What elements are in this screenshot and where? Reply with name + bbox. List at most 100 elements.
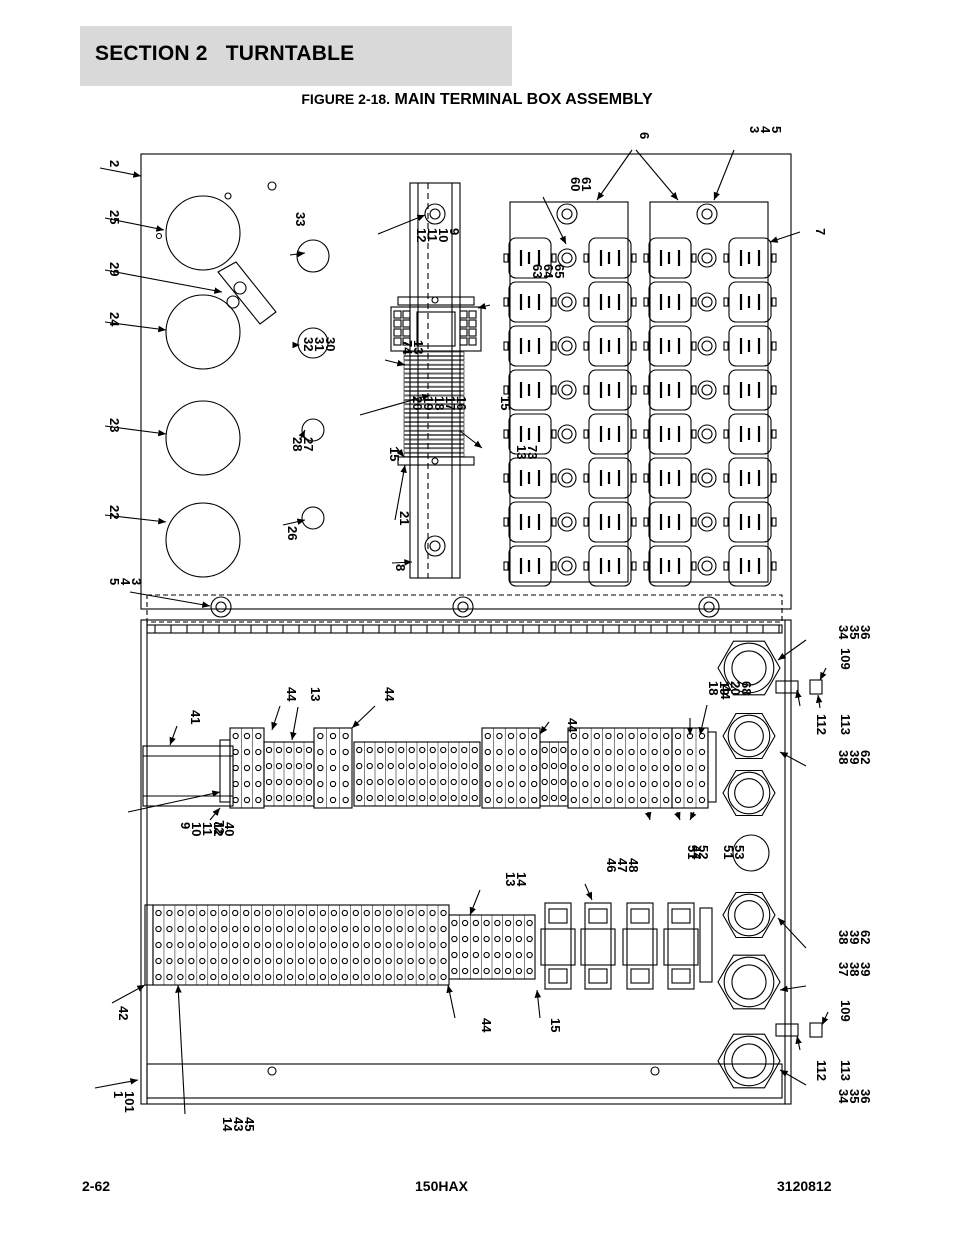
terminal-screw <box>461 951 469 959</box>
terminal-screw <box>663 780 670 788</box>
receptacle-icon <box>728 281 772 323</box>
cord-grip-icon <box>727 771 771 815</box>
callout-item: 112 <box>814 1060 829 1081</box>
callout-number: 72 <box>212 820 227 834</box>
receptacle-icon <box>771 341 777 351</box>
callout-number: 44 <box>689 845 704 860</box>
terminal-screw <box>440 925 447 933</box>
receptacle-icon <box>631 561 637 571</box>
din-rail <box>409 182 461 579</box>
callout-number: 3 <box>747 126 762 133</box>
terminal-screw <box>398 746 405 754</box>
callout-item: 44 <box>565 718 580 733</box>
terminal-screw <box>494 967 501 975</box>
leader-line <box>644 811 652 821</box>
callout-item: 15 <box>387 447 402 461</box>
terminal-screw <box>374 973 381 981</box>
terminal-screw <box>363 925 370 933</box>
receptacle-icon <box>508 413 552 455</box>
terminal-screw <box>210 925 217 933</box>
callout-number: 1 <box>111 1091 126 1098</box>
terminal-screw <box>582 780 589 788</box>
terminal-screw <box>396 909 403 917</box>
callout-item: 21 <box>397 511 412 525</box>
terminal-screw <box>531 764 538 772</box>
callout-number: 62 <box>858 930 873 944</box>
receptacle-icon <box>588 325 632 367</box>
terminal-screw <box>461 967 469 975</box>
mounting-bolt-icon <box>697 248 717 268</box>
mounting-bolt-icon <box>429 540 441 552</box>
terminal-screw <box>570 732 577 740</box>
receptacle-icon <box>508 281 552 323</box>
leader-line <box>359 393 431 416</box>
callout-item: 44 <box>689 845 704 860</box>
callout-number: 62 <box>858 750 873 764</box>
terminal-screw <box>560 778 567 786</box>
cord-grip-icon <box>731 1043 767 1079</box>
receptacle-icon <box>583 429 589 439</box>
receptacle-icon <box>503 297 509 307</box>
terminal-screw <box>255 748 262 756</box>
terminal-screw <box>155 909 162 917</box>
terminal-screw <box>461 794 468 802</box>
callout-top: 7 <box>813 228 828 235</box>
terminal-screw <box>407 957 414 965</box>
receptacle-icon <box>503 561 509 571</box>
terminal-screw <box>605 780 612 788</box>
terminal-screw <box>295 778 303 786</box>
callout-number: 109 <box>838 648 853 670</box>
terminal-screw <box>484 796 491 804</box>
callout-number: 13 <box>514 445 529 459</box>
callout-left: 29 <box>107 262 122 276</box>
fitting <box>809 1022 823 1038</box>
terminal-screw <box>243 780 251 788</box>
callout-number: 7 <box>813 228 828 235</box>
cord-grip-icon <box>731 650 767 686</box>
mounting-bolt-icon <box>703 601 715 613</box>
terminal-screw <box>377 778 384 786</box>
receptacle-icon <box>583 561 589 571</box>
callout-item: 44 <box>479 1018 494 1033</box>
terminal-screw <box>275 778 283 786</box>
terminal-screw <box>275 957 283 965</box>
terminal-screw <box>253 925 261 933</box>
terminal-screw <box>628 732 635 740</box>
terminal-screw <box>297 941 305 949</box>
terminal-screw <box>483 967 490 975</box>
leader-line <box>689 811 697 821</box>
leader-line <box>99 167 142 178</box>
terminal-screw <box>199 957 206 965</box>
receptacle-icon <box>648 237 692 279</box>
terminal-screw <box>628 764 635 772</box>
terminal-screw <box>663 764 670 772</box>
receptacle-icon <box>723 561 729 571</box>
leader-line <box>391 559 413 566</box>
receptacle-icon <box>723 297 729 307</box>
receptacle-icon <box>643 517 649 527</box>
leader-line <box>104 269 223 294</box>
rail-hole <box>650 1066 660 1076</box>
terminal-screw <box>419 794 426 802</box>
mounting-bolt-icon <box>697 380 717 400</box>
receptacle-icon <box>583 473 589 483</box>
fuse-block <box>390 306 482 352</box>
mounting-bolt-icon <box>557 248 577 268</box>
terminal-screw <box>363 941 370 949</box>
model-number: 150HAX <box>415 1178 468 1194</box>
terminal-end-plate <box>144 904 154 986</box>
terminal-screw <box>440 794 447 802</box>
callout-item: 72 <box>212 820 227 834</box>
terminal-screw <box>471 746 478 754</box>
relay-icon <box>544 902 572 990</box>
receptacle-icon <box>728 545 772 587</box>
knockout-hole <box>165 502 241 578</box>
receptacle-icon <box>551 341 557 351</box>
leader-line <box>819 667 827 681</box>
terminal-screw <box>408 746 415 754</box>
terminal-screw <box>605 764 612 772</box>
terminal-screw <box>177 925 184 933</box>
